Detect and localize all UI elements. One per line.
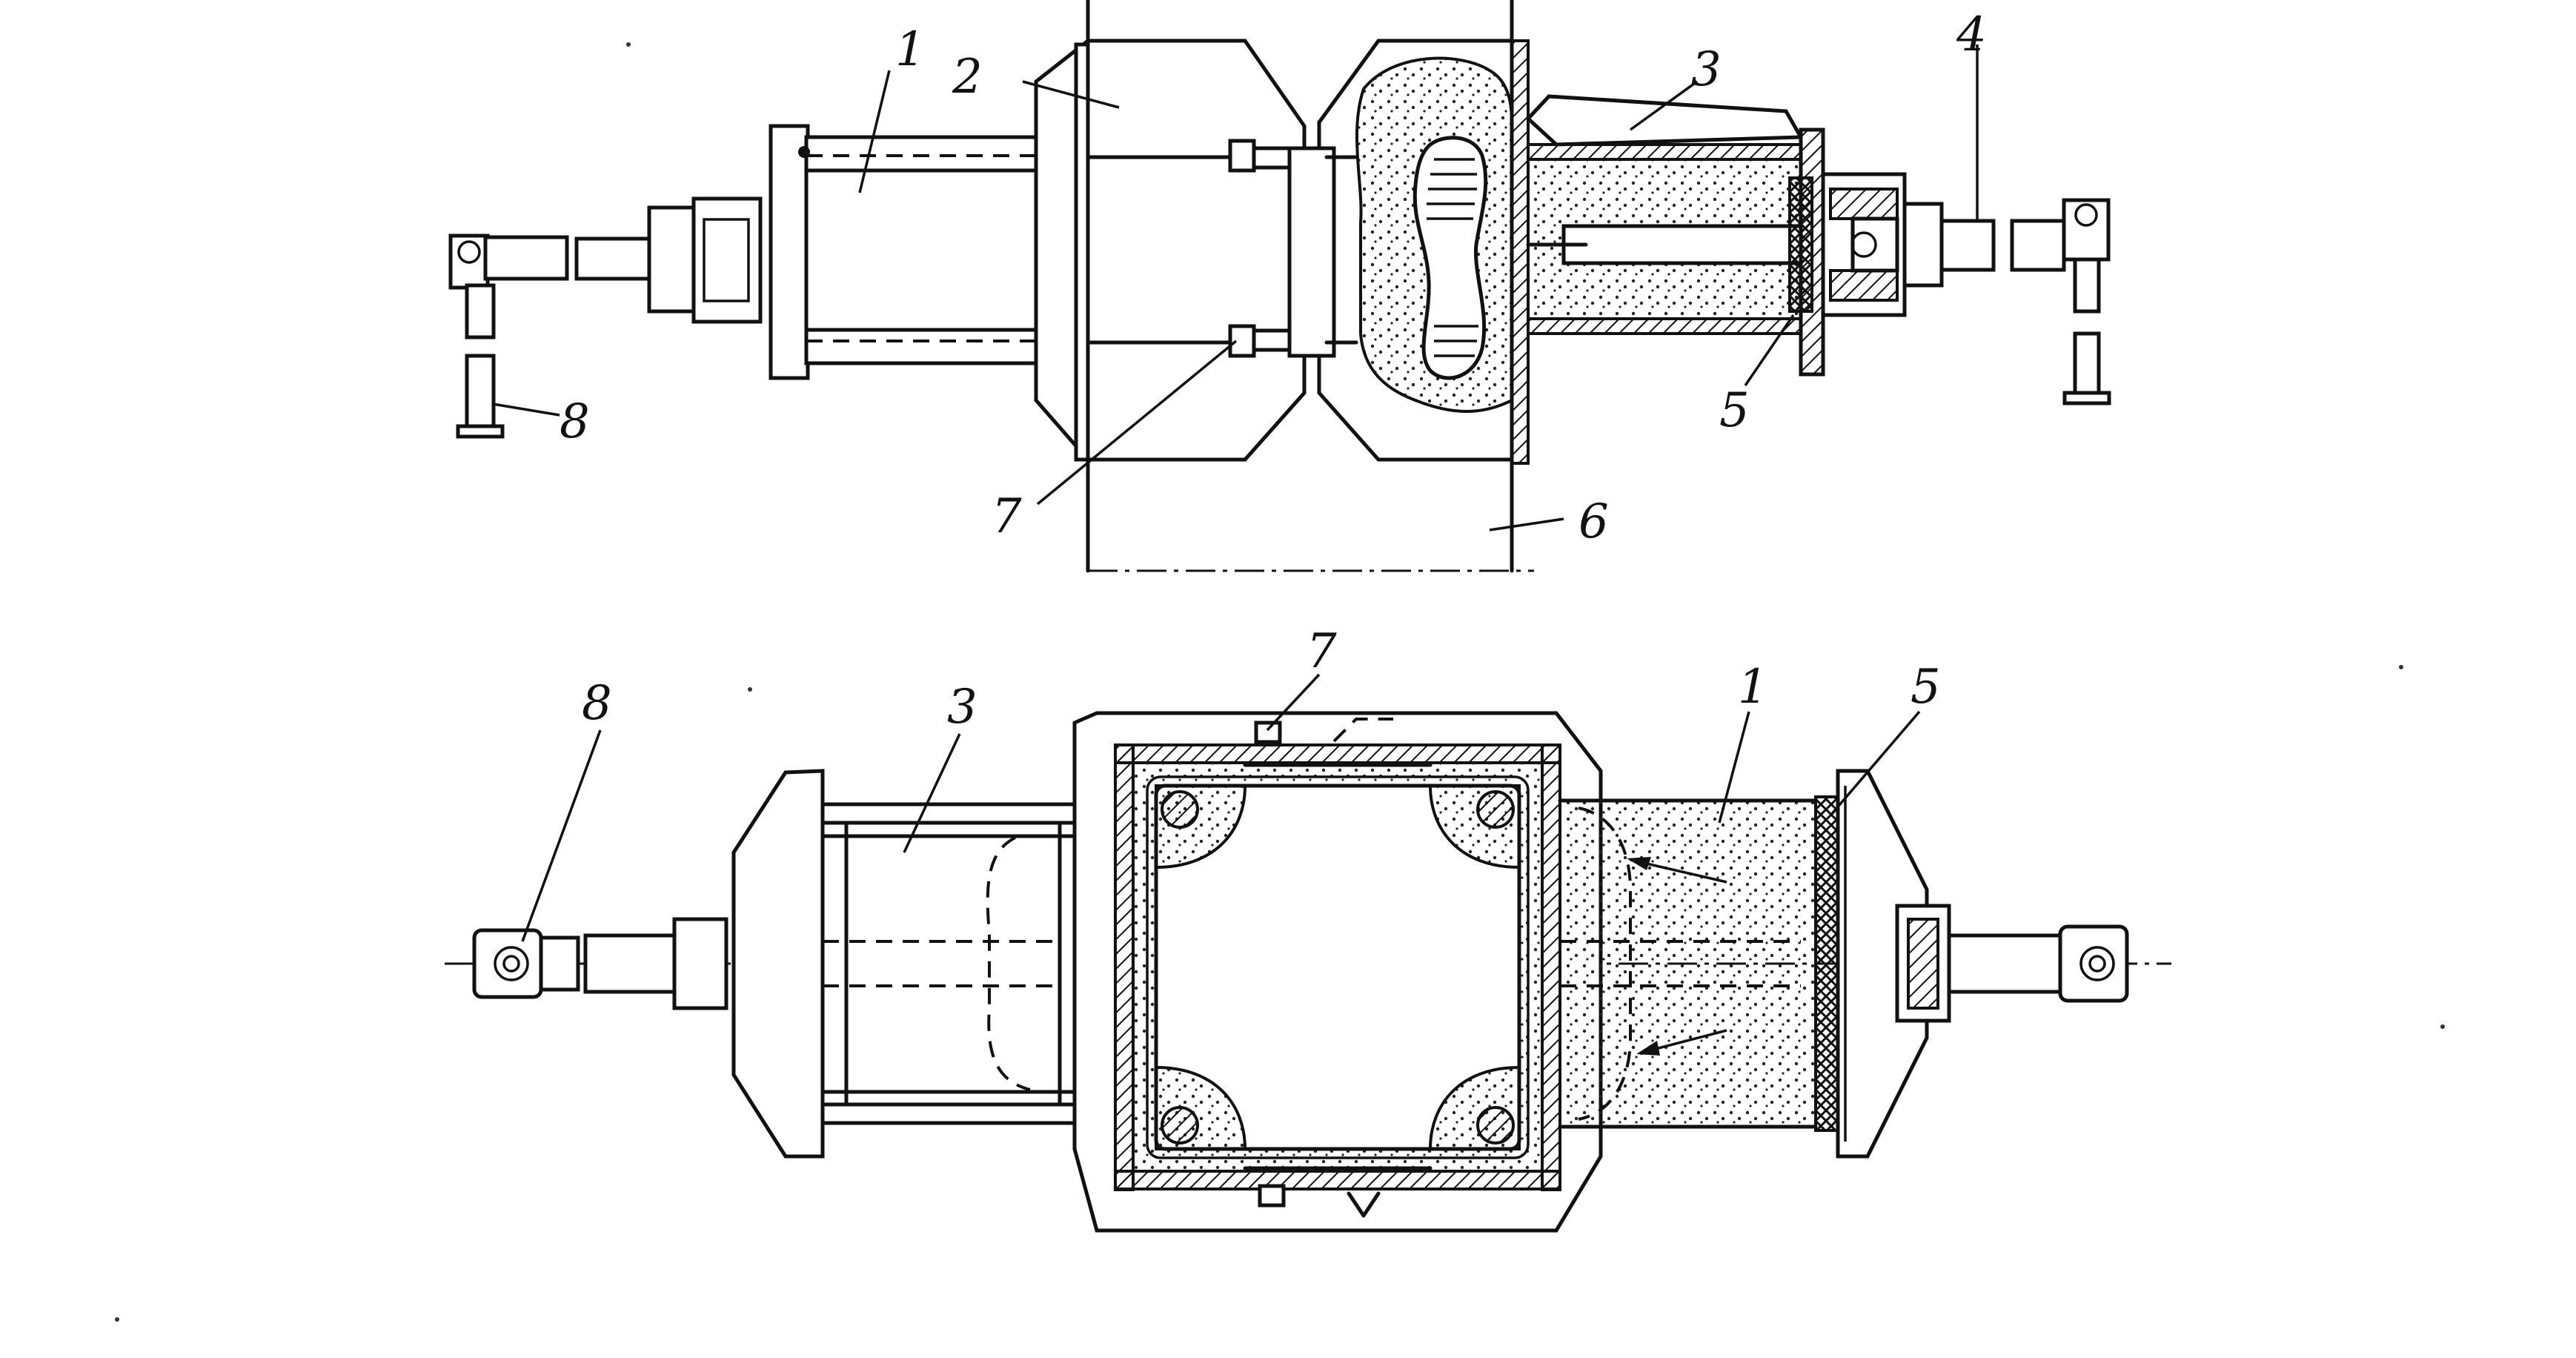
- filter-5-bottom: [1814, 795, 1839, 1132]
- bottom-view: 8 3 7 1 5: [445, 624, 2171, 1233]
- cylinder-1: [769, 124, 1038, 380]
- shaft-4-ext: [2010, 219, 2066, 272]
- top-leaders: [492, 44, 1979, 531]
- right-handle-stem: [2073, 257, 2101, 314]
- filter-5: [1788, 176, 1813, 313]
- cylinder-3: [731, 769, 1077, 1159]
- handle-rod: [483, 235, 569, 281]
- left-handle-assembly: [448, 196, 763, 439]
- lever-arm-3: [1525, 94, 1805, 147]
- shaft-collar: [647, 205, 696, 314]
- right-shaft: [1947, 933, 2062, 994]
- mold-plate-edge: [1074, 42, 1090, 462]
- handle-foot: [456, 424, 505, 439]
- clamp-bottom: [1228, 324, 1256, 358]
- sole-tread: [1427, 158, 1478, 357]
- left-shaft: [583, 933, 677, 994]
- valve-cap: [1902, 202, 1944, 288]
- left-eye-block: [472, 928, 543, 999]
- clamp-top: [1228, 139, 1256, 173]
- mold-hinge: [1287, 146, 1336, 358]
- mold-cavity-shoe: [1287, 39, 1530, 465]
- label-7-top: 7: [992, 489, 1022, 544]
- mold-housing: [1072, 711, 1603, 1233]
- label-2: 2: [952, 50, 983, 105]
- label-1-bottom: 1: [1738, 660, 1768, 715]
- mold-half-2: [1034, 39, 1336, 462]
- injection-unit: [1525, 94, 2111, 405]
- valve-core: [1850, 216, 1899, 273]
- shaft-4: [1939, 219, 1996, 272]
- cylinder-flange: [769, 124, 810, 380]
- clamp-7-bottom: [1258, 1184, 1286, 1208]
- cavity-window: [1154, 784, 1521, 1151]
- foam-chamber-right: [1558, 799, 1817, 1128]
- shoe-sole: [1413, 136, 1488, 380]
- bottom-leaders: [521, 673, 1921, 942]
- right-handle-foot: [2062, 391, 2111, 405]
- piston-outline-right: [1578, 806, 1632, 1121]
- label-8-bottom: 8: [582, 676, 612, 731]
- label-3-top: 3: [1691, 42, 1722, 97]
- label-6: 6: [1579, 494, 1609, 549]
- right-handle-knob: [2062, 198, 2111, 262]
- bushing-inner: [703, 218, 750, 302]
- label-8-top: 8: [560, 394, 590, 449]
- right-eye-block: [2058, 924, 2129, 1003]
- label-7-bottom: 7: [1307, 624, 1337, 679]
- label-5-bottom: 5: [1911, 660, 1941, 715]
- label-4: 4: [1956, 7, 1987, 62]
- pin-dot: [798, 146, 810, 158]
- cylinder-3-endplate: [731, 769, 825, 1159]
- left-collar: [672, 917, 728, 1010]
- left-handle-end: [472, 917, 728, 1010]
- piston-outline: [986, 836, 1031, 1091]
- top-view: 1 2 3 4 5 6 7 8: [448, 0, 2111, 573]
- label-5-top: 5: [1719, 383, 1750, 438]
- cylinder-1-bottom: [1558, 769, 2129, 1159]
- mold-wall-hatched: [1510, 39, 1530, 465]
- corner-bosses: [1155, 784, 1521, 1150]
- handle-grip: [465, 354, 496, 428]
- handle-knob-hole: [457, 240, 481, 264]
- label-1-top: 1: [895, 22, 926, 77]
- handle-stem: [465, 283, 496, 340]
- clamp-7-top: [1254, 721, 1282, 744]
- cylinder-3-body: [820, 802, 1077, 1125]
- right-handle-grip: [2073, 331, 2101, 395]
- cylinder-body: [804, 135, 1038, 365]
- plunger-rod: [1561, 224, 1803, 265]
- label-3-bottom: 3: [947, 680, 977, 735]
